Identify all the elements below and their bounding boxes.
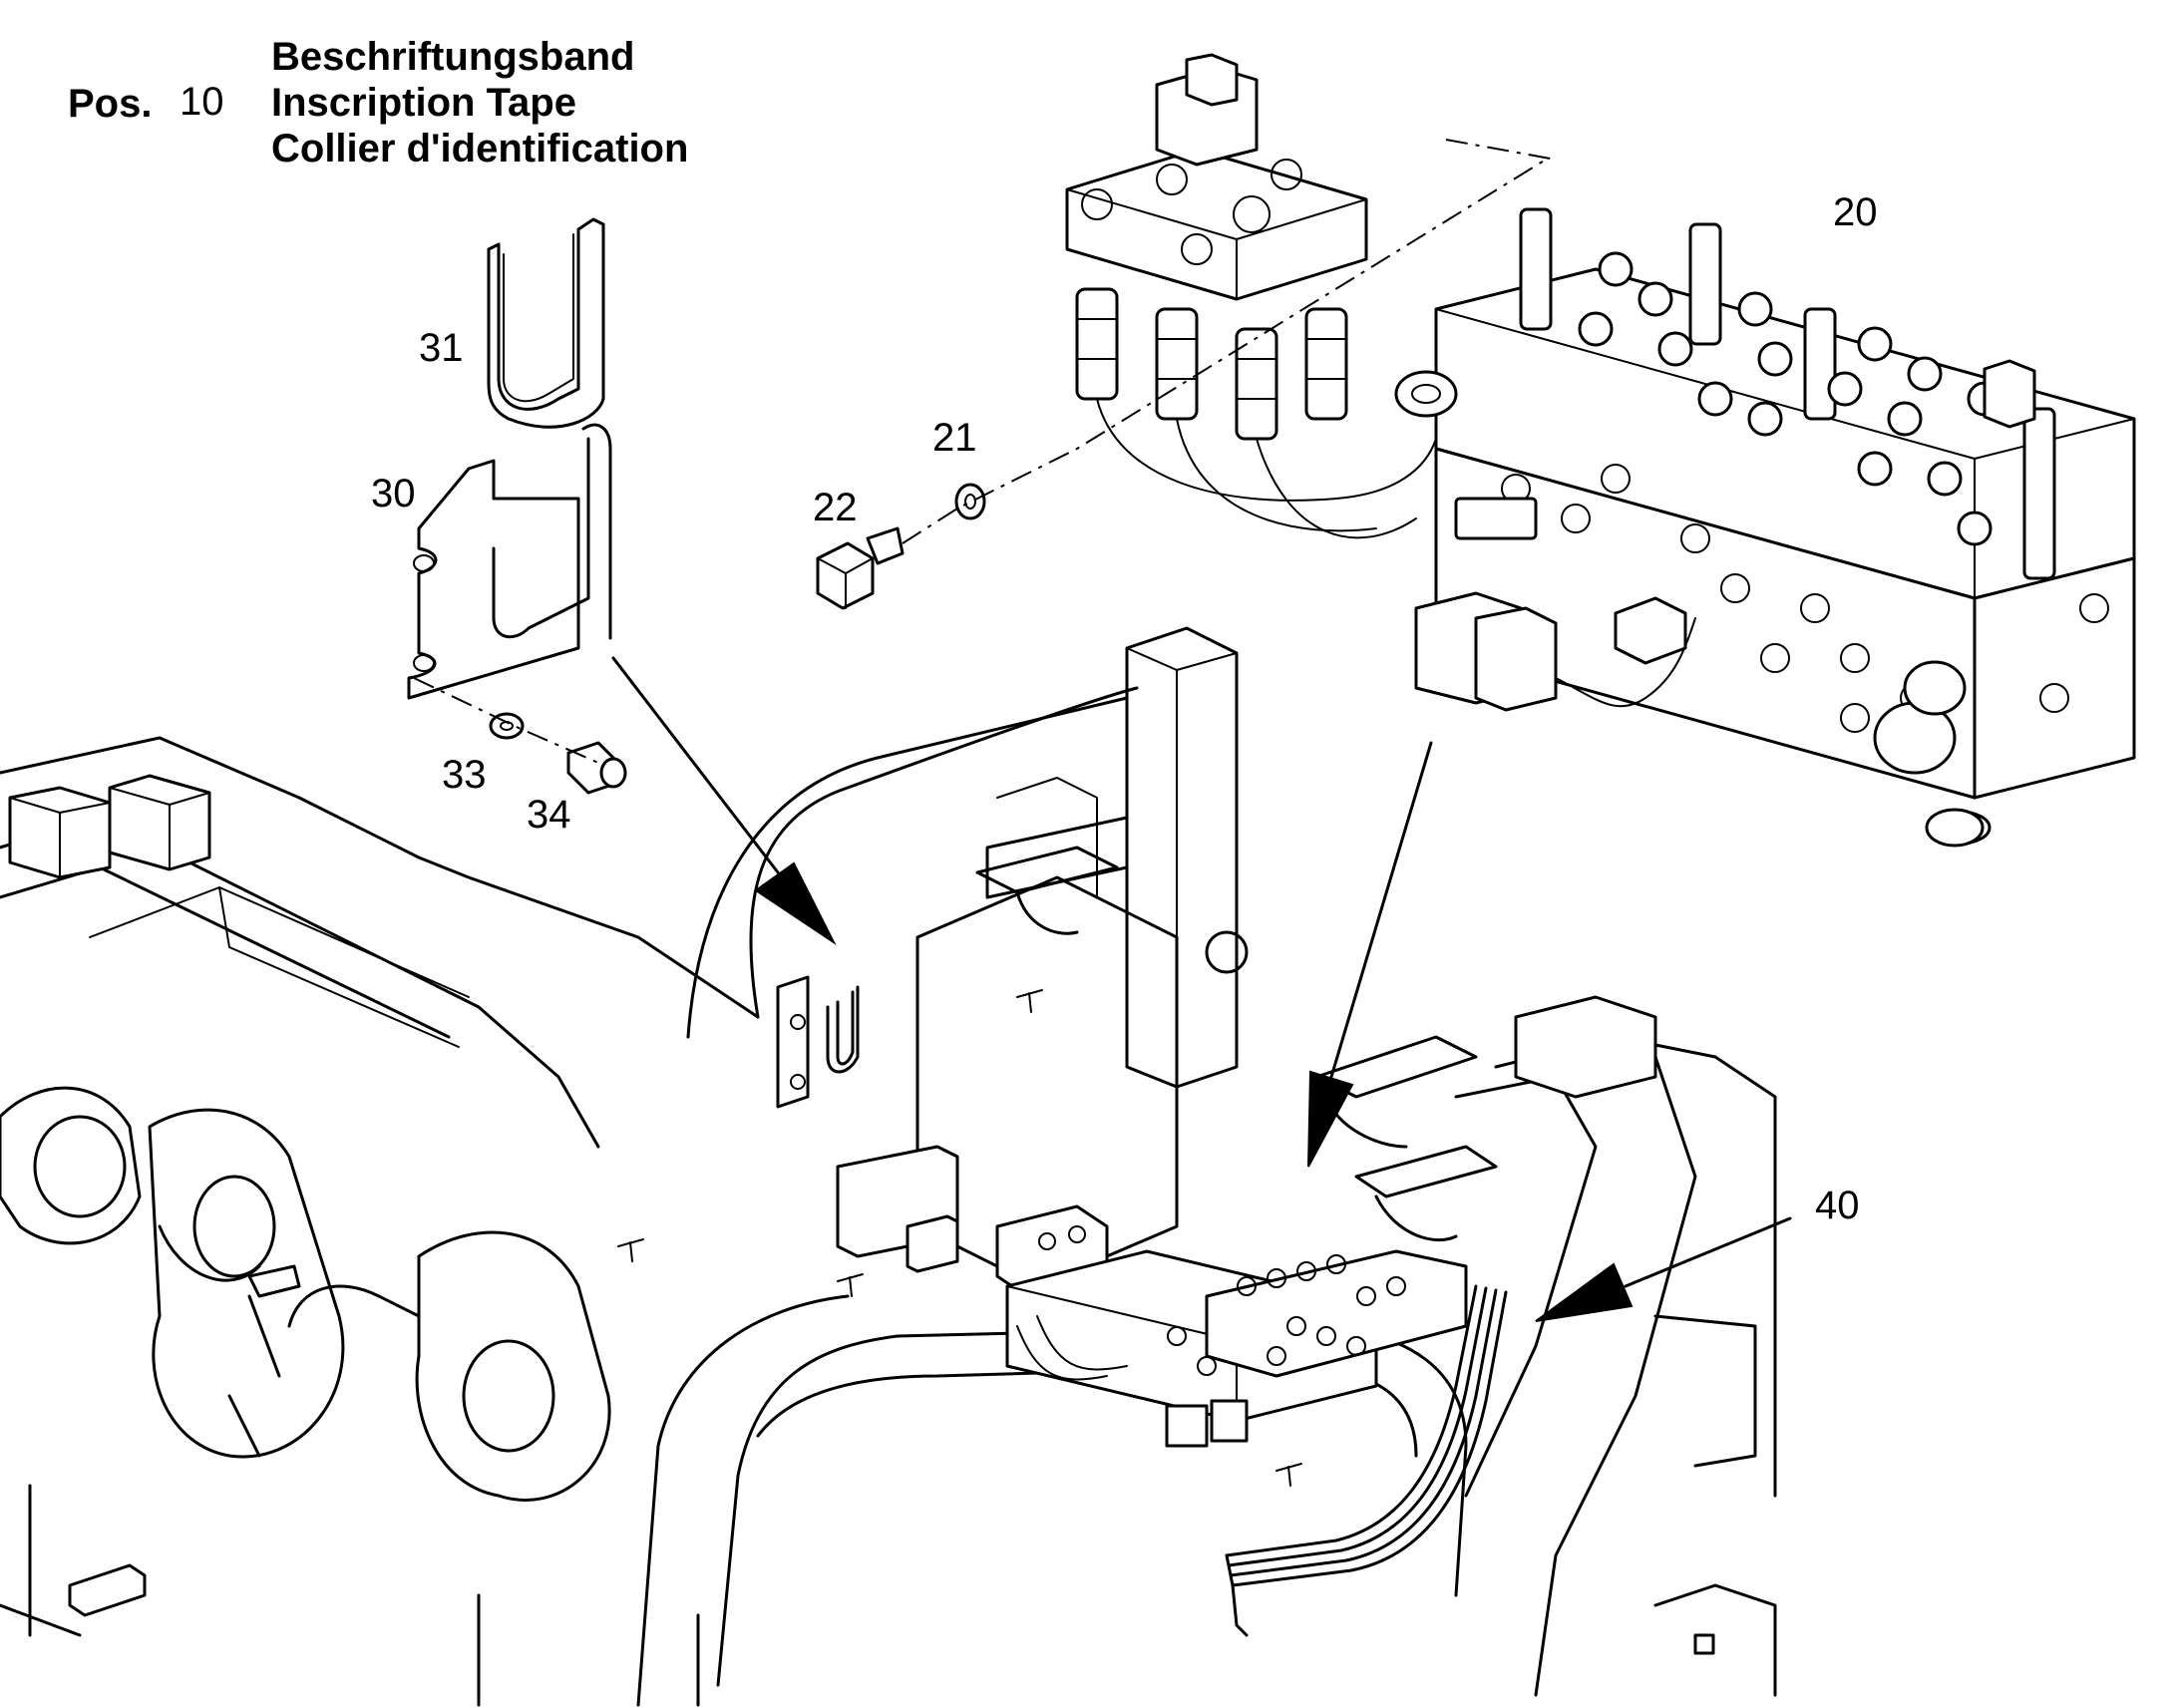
valve-assembly-20 — [1065, 53, 2136, 848]
arrow-head-valve-block — [1307, 1070, 1354, 1168]
position-number: 10 — [180, 80, 224, 124]
callout-30: 30 — [371, 472, 416, 515]
callout-31: 31 — [419, 326, 464, 370]
washer-21 — [954, 483, 986, 520]
callout-34: 34 — [527, 793, 571, 837]
mounted-fittings — [1038, 1225, 1406, 1376]
mounted-label-holder — [617, 975, 1302, 1487]
callout-20: 20 — [1833, 190, 1878, 234]
position-label: Pos. — [68, 82, 153, 126]
title-english: Inscription Tape — [271, 81, 576, 125]
bolt-22 — [816, 526, 905, 610]
washer-33 — [489, 712, 525, 740]
mounted-valve-assembly — [995, 1204, 1468, 1448]
arrow-head-label-plate — [754, 861, 837, 945]
chassis-frame — [0, 626, 1777, 1707]
callout-33: 33 — [442, 753, 487, 797]
boom-pivot — [0, 1086, 700, 1707]
title-german: Beschriftungsband — [271, 35, 635, 79]
assembly-arrows — [611, 656, 1792, 1322]
callout-22: 22 — [813, 486, 858, 529]
callout-21: 21 — [932, 416, 977, 460]
arrow-head-harness — [1535, 1262, 1634, 1322]
screw-34 — [566, 741, 627, 795]
label-plate-30 — [407, 423, 612, 700]
inscription-tape-31 — [487, 217, 605, 429]
cable-harness — [1225, 1284, 1508, 1637]
callout-40: 40 — [1815, 1184, 1860, 1227]
title-french: Collier d'identification — [271, 127, 689, 171]
